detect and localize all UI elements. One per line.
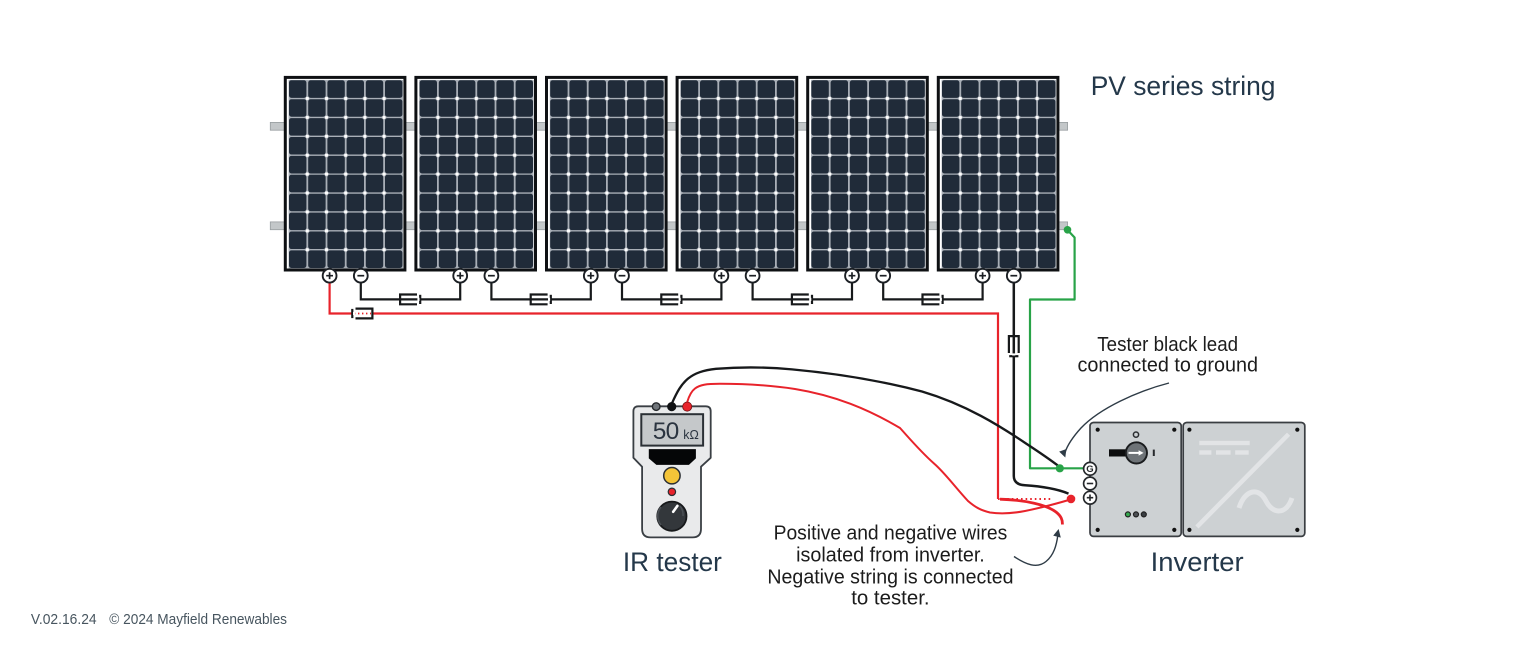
svg-text:isolated from inverter.: isolated from inverter. [796, 544, 985, 567]
svg-text:PV series string: PV series string [1091, 71, 1276, 101]
svg-text:Negative string is connected: Negative string is connected [767, 565, 1013, 588]
svg-text:kΩ: kΩ [683, 428, 699, 442]
svg-text:connected to ground: connected to ground [1078, 355, 1259, 377]
svg-text:Positive and negative wires: Positive and negative wires [774, 522, 1008, 545]
svg-text:Tester black lead: Tester black lead [1097, 334, 1238, 356]
svg-text:Inverter: Inverter [1151, 547, 1244, 577]
svg-text:V.02.16.24: V.02.16.24 [31, 611, 97, 628]
svg-text:to tester.: to tester. [851, 586, 929, 609]
svg-text:50: 50 [653, 418, 679, 445]
svg-text:© 2024 Mayfield Renewables: © 2024 Mayfield Renewables [109, 611, 287, 628]
svg-text:IR tester: IR tester [623, 547, 722, 577]
svg-text:G: G [1086, 464, 1093, 475]
